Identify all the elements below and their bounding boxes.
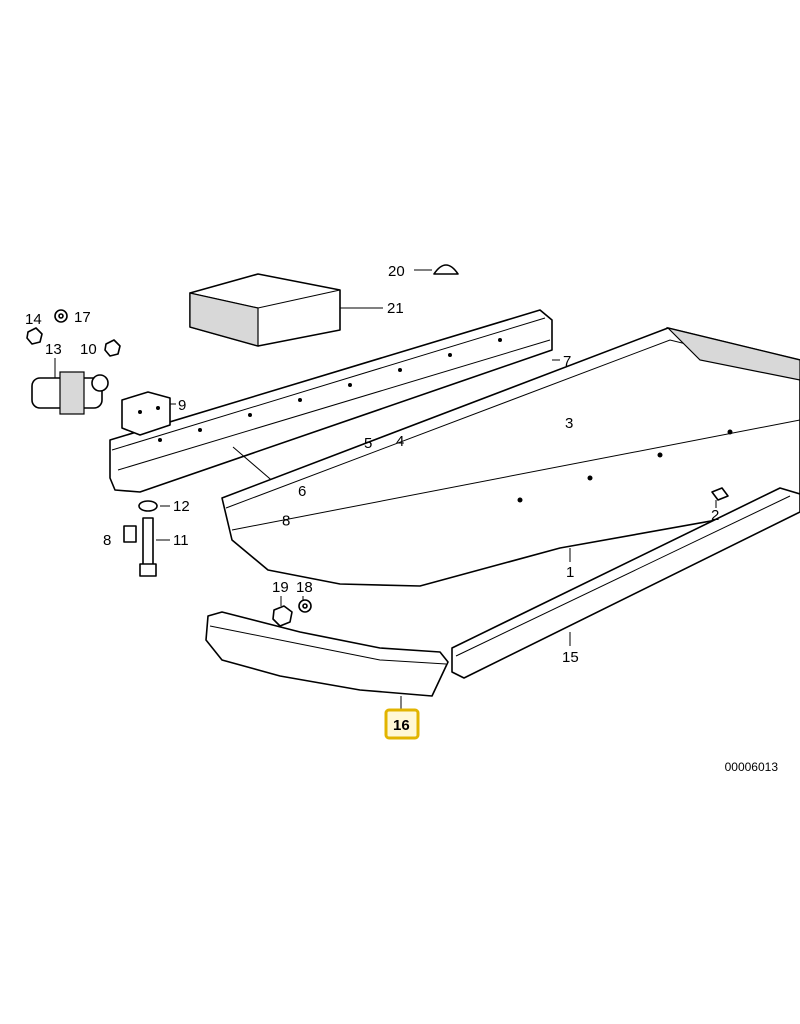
label-11[interactable]: 11 xyxy=(173,532,189,549)
label-2[interactable]: 2 xyxy=(711,507,719,524)
label-14[interactable]: 14 xyxy=(25,311,42,328)
highlight-box xyxy=(384,708,420,740)
label-20[interactable]: 20 xyxy=(388,263,405,280)
part-16-trim-strip xyxy=(205,611,449,697)
part-15-trim-strip xyxy=(451,487,800,679)
part-21-block xyxy=(189,273,341,347)
label-7[interactable]: 7 xyxy=(563,353,571,370)
part-12-washer xyxy=(138,500,158,512)
reference-code: 00006013 xyxy=(724,760,778,774)
part-11-bolt xyxy=(139,517,157,577)
label-5[interactable]: 5 xyxy=(364,435,372,452)
part-13-absorber xyxy=(31,371,109,415)
part-10-nut xyxy=(104,339,121,357)
label-12[interactable]: 12 xyxy=(173,498,190,515)
part-2-screw xyxy=(711,487,729,501)
label-1[interactable]: 1 xyxy=(566,564,574,581)
label-10[interactable]: 10 xyxy=(80,341,97,358)
part-1-bumper xyxy=(221,326,800,587)
label-8-lower[interactable]: 8 xyxy=(103,532,111,549)
label-17[interactable]: 17 xyxy=(74,309,91,326)
label-3[interactable]: 3 xyxy=(565,415,573,432)
part-19-nut xyxy=(272,605,293,627)
label-18[interactable]: 18 xyxy=(296,579,313,596)
label-4[interactable]: 4 xyxy=(396,433,404,450)
label-21[interactable]: 21 xyxy=(387,300,404,317)
label-16[interactable]: 16 xyxy=(393,717,410,734)
part-8-bolt-lower xyxy=(123,525,137,543)
label-19[interactable]: 19 xyxy=(272,579,289,596)
part-9-bracket xyxy=(121,391,171,436)
part-18-clip xyxy=(298,599,312,613)
label-13[interactable]: 13 xyxy=(45,341,62,358)
label-6[interactable]: 6 xyxy=(298,483,306,500)
part-7-carrier xyxy=(109,309,553,493)
label-9[interactable]: 9 xyxy=(178,397,186,414)
part-17-washer xyxy=(54,309,68,323)
part-14-nut xyxy=(26,327,43,345)
label-8-upper[interactable]: 8 xyxy=(282,513,290,530)
part-20-cap xyxy=(433,264,459,275)
label-15[interactable]: 15 xyxy=(562,649,579,666)
